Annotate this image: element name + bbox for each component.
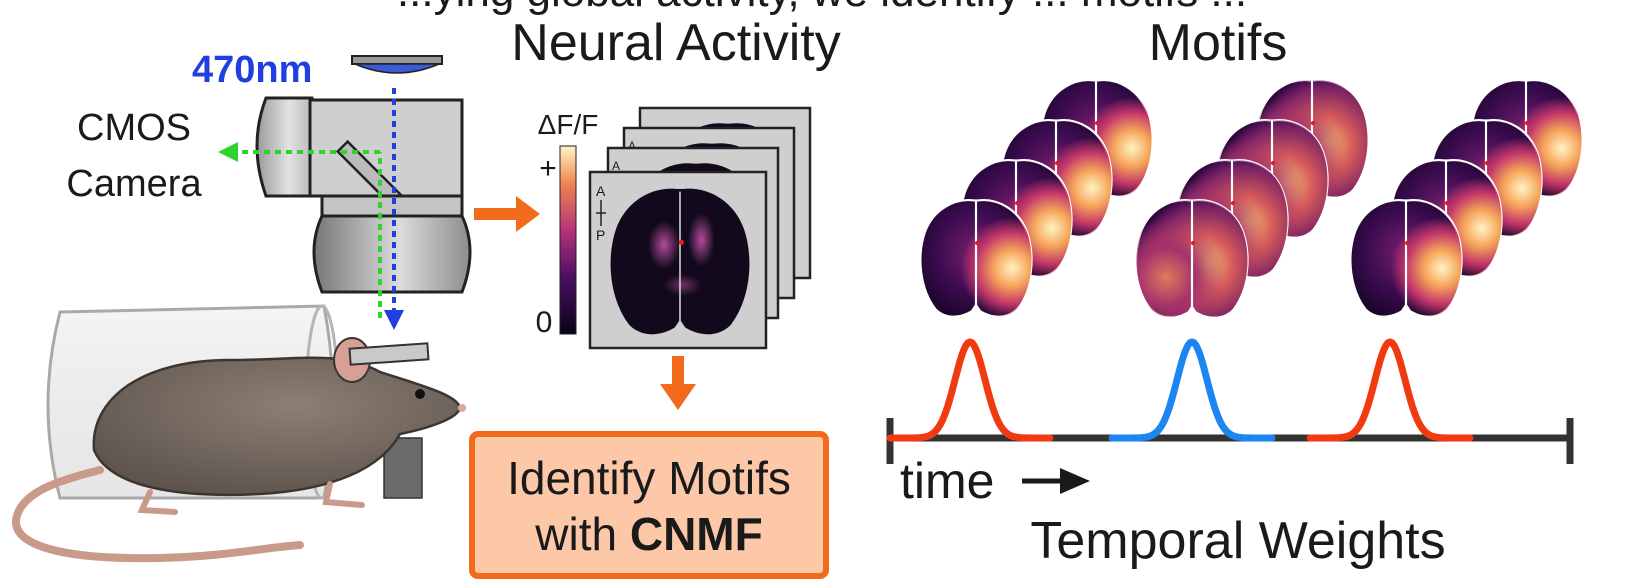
- frame-stack: A A A: [588, 106, 812, 350]
- camera-label-line1: CMOS: [77, 107, 191, 149]
- temporal-weights-title: Temporal Weights: [1030, 512, 1445, 570]
- svg-text:A: A: [628, 139, 636, 153]
- time-arrow-head: [1060, 468, 1090, 494]
- neural-activity-panel: Neural Activity ΔF/F + 0 A A: [469, 14, 841, 579]
- colorbar: [559, 145, 577, 335]
- colorbar-plus: +: [539, 152, 557, 185]
- motifs-title: Motifs: [1149, 14, 1288, 72]
- cropped-title: ...ying global activity, we identify ...…: [397, 0, 1247, 16]
- cnmf-line2: with CNMF: [534, 508, 762, 560]
- motif-stack: [1349, 79, 1583, 318]
- neural-activity-title: Neural Activity: [511, 14, 840, 72]
- temporal-weight-curve: [1108, 338, 1276, 442]
- axis-posterior: P: [596, 227, 605, 243]
- motif-brain: [919, 199, 1033, 318]
- imaging-setup: 470nm CMOS Camera: [12, 49, 540, 563]
- cnmf-box: [469, 431, 829, 579]
- motifs-panel: Motifs: [919, 14, 1583, 318]
- head-plate: [348, 342, 430, 366]
- front-frame: A P: [588, 170, 768, 350]
- motif-brain: [1135, 199, 1249, 318]
- led-plate: [351, 55, 443, 65]
- colorbar-label: ΔF/F: [538, 109, 599, 140]
- motif-stack: [1135, 79, 1369, 318]
- motif-stack: [919, 79, 1153, 318]
- motif-brain: [1349, 199, 1463, 318]
- led-lens: [354, 63, 440, 74]
- colorbar-zero: 0: [536, 306, 553, 339]
- time-label: time: [900, 453, 994, 509]
- axis-anterior: A: [596, 183, 606, 199]
- head-post: [383, 437, 423, 499]
- temporal-weight-curve: [886, 338, 1054, 442]
- camera-label-line2: Camera: [66, 163, 202, 205]
- temporal-weight-curve: [1306, 338, 1474, 442]
- wavelength-label: 470nm: [192, 49, 312, 91]
- svg-text:A: A: [612, 159, 620, 173]
- arrow-to-cnmf: [660, 356, 696, 410]
- arrow-to-neural-activity: [474, 196, 540, 232]
- cnmf-line1: Identify Motifs: [507, 452, 791, 504]
- temporal-weights-panel: time Temporal Weights: [886, 338, 1574, 570]
